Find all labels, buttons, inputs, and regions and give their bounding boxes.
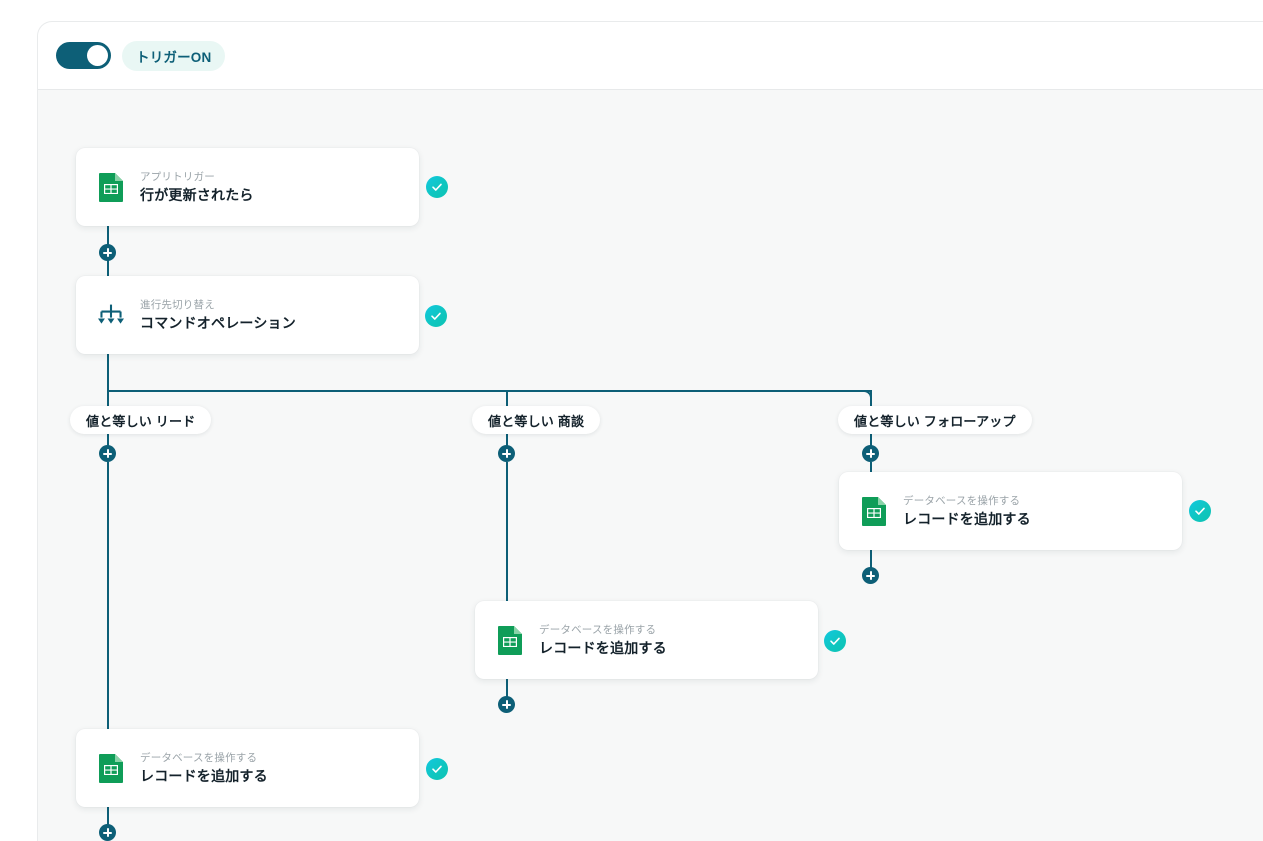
add-step-after-lead-action[interactable] xyxy=(99,824,116,841)
connector-lead-action-to-plus xyxy=(107,802,109,835)
add-step-branch-followup-top[interactable] xyxy=(862,445,879,462)
add-step-branch-lead-top[interactable] xyxy=(99,445,116,462)
step-card-subtitle: 進行先切り替え xyxy=(140,299,215,311)
check-icon xyxy=(432,765,442,773)
status-badge: トリガーON xyxy=(122,40,226,71)
google-sheets-icon xyxy=(99,754,123,783)
status-check-followup-action[interactable] xyxy=(1189,500,1211,522)
step-card-followup-action[interactable]: データベースを操作する レコードを追加する xyxy=(839,472,1182,550)
step-card-subtitle: データベースを操作する xyxy=(140,752,258,764)
add-step-branch-deal-top[interactable] xyxy=(498,445,515,462)
step-card-text: データベースを操作する レコードを追加する xyxy=(539,623,667,657)
toggle-knob xyxy=(87,45,108,66)
step-card-text: データベースを操作する レコードを追加する xyxy=(903,494,1031,528)
google-sheets-icon xyxy=(498,626,522,655)
branch-label-deal[interactable]: 値と等しい 商談 xyxy=(472,406,601,434)
step-card-text: 進行先切り替え コマンドオペレーション xyxy=(140,298,296,332)
connector-switch-stem xyxy=(107,350,109,391)
check-icon xyxy=(432,183,442,191)
connector-lead-branch-line xyxy=(107,462,109,732)
status-check-trigger[interactable] xyxy=(426,176,448,198)
step-card-subtitle: アプリトリガー xyxy=(140,171,215,183)
connector-bus-to-followup-pill xyxy=(870,390,872,406)
branch-label-followup[interactable]: 値と等しい フォローアップ xyxy=(838,406,1032,434)
branch-split-icon xyxy=(98,304,124,324)
step-card-title: レコードを追加する xyxy=(903,511,1031,527)
step-card-text: アプリトリガー 行が更新されたら xyxy=(140,170,254,204)
connector-followup-branch-line xyxy=(870,462,872,474)
connector-deal-branch-line xyxy=(506,462,508,604)
status-check-lead-action[interactable] xyxy=(426,758,448,780)
status-check-branch-switch[interactable] xyxy=(425,305,447,327)
step-card-branch-switch[interactable]: 進行先切り替え コマンドオペレーション xyxy=(76,276,419,354)
connector-followup-action-to-plus xyxy=(870,545,872,578)
workflow-canvas: アプリトリガー 行が更新されたら xyxy=(38,90,1263,841)
step-card-trigger[interactable]: アプリトリガー 行が更新されたら xyxy=(76,148,419,226)
step-card-text: データベースを操作する レコードを追加する xyxy=(140,751,268,785)
trigger-toggle[interactable] xyxy=(56,42,111,69)
connector-bus-to-lead-pill xyxy=(107,390,109,406)
step-card-title: コマンドオペレーション xyxy=(140,315,296,331)
google-sheets-icon xyxy=(862,497,886,526)
add-step-after-followup-action[interactable] xyxy=(862,567,879,584)
step-card-title: レコードを追加する xyxy=(140,768,268,784)
check-icon xyxy=(1195,507,1205,515)
panel-header: トリガーON xyxy=(38,22,1263,90)
workflow-panel: トリガーON xyxy=(38,22,1263,841)
connector-deal-action-to-plus xyxy=(506,674,508,707)
step-card-title: レコードを追加する xyxy=(539,640,667,656)
add-step-after-deal-action[interactable] xyxy=(498,696,515,713)
connector-branch-bus xyxy=(107,390,872,392)
step-card-lead-action[interactable]: データベースを操作する レコードを追加する xyxy=(76,729,419,807)
connector-bus-to-deal-pill xyxy=(506,390,508,406)
step-card-subtitle: データベースを操作する xyxy=(539,624,657,636)
step-card-deal-action[interactable]: データベースを操作する レコードを追加する xyxy=(475,601,818,679)
check-icon xyxy=(431,312,441,320)
step-card-title: 行が更新されたら xyxy=(140,187,254,203)
branch-label-lead[interactable]: 値と等しい リード xyxy=(70,406,212,434)
check-icon xyxy=(830,637,840,645)
status-check-deal-action[interactable] xyxy=(824,630,846,652)
step-card-subtitle: データベースを操作する xyxy=(903,495,1021,507)
add-step-after-trigger[interactable] xyxy=(99,244,116,261)
google-sheets-icon xyxy=(99,173,123,202)
